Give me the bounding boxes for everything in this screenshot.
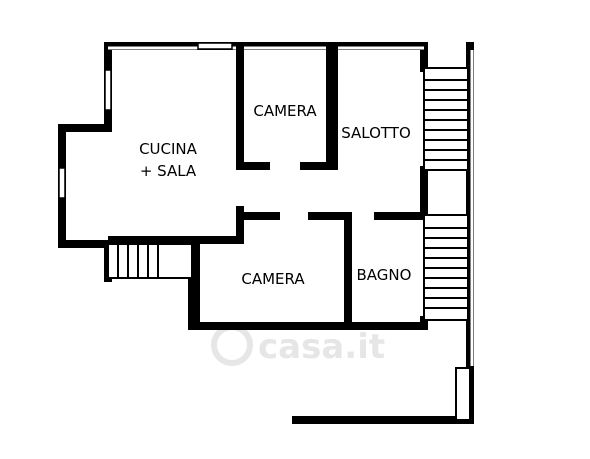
window-left xyxy=(58,167,66,199)
label-living: SALOTTO xyxy=(341,124,411,142)
window-top xyxy=(197,42,233,50)
interior-walls xyxy=(108,46,424,326)
watermark: casa.it xyxy=(211,324,385,367)
watermark-text: casa.it xyxy=(258,327,385,367)
label-bathroom: BAGNO xyxy=(357,266,412,284)
window-left-upper xyxy=(104,69,112,111)
label-kitchen-line2: + SALA xyxy=(140,162,197,180)
stairs-left xyxy=(107,243,193,279)
stairs-right-upper xyxy=(423,67,469,171)
window-bottom-right xyxy=(455,367,471,421)
label-bedroom-bottom: CAMERA xyxy=(241,270,305,288)
windows xyxy=(58,42,471,421)
label-bedroom-top: CAMERA xyxy=(253,102,317,120)
label-kitchen-line1: CUCINA xyxy=(139,140,198,158)
watermark-logo xyxy=(211,324,253,366)
stairs-right-lower xyxy=(423,214,469,321)
